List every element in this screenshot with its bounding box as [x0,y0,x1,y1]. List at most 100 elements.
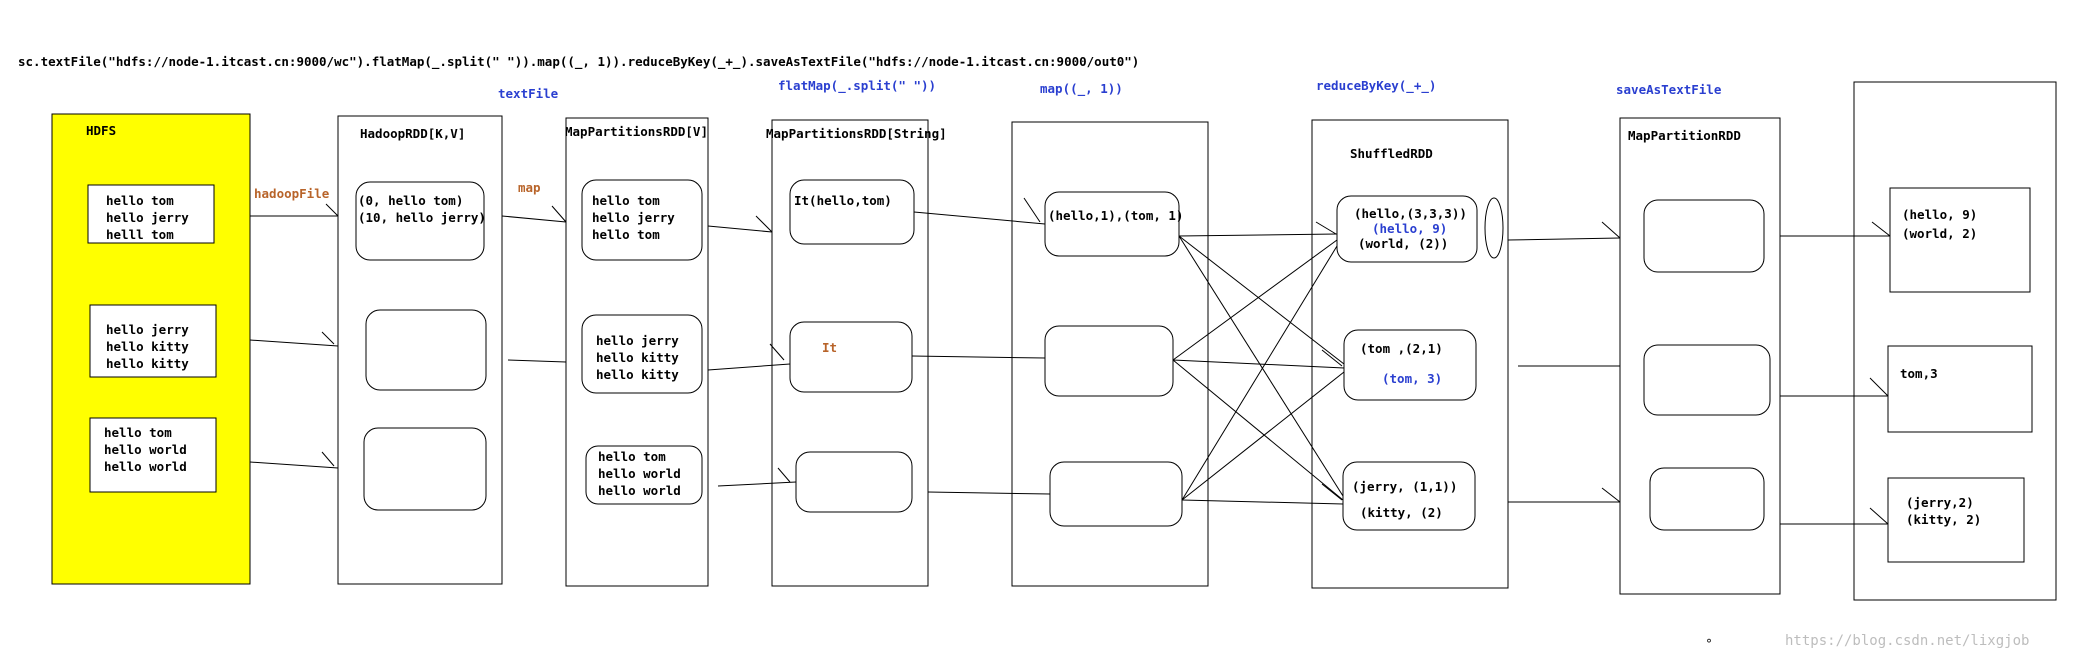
hadooprdd-title: HadoopRDD[K,V] [360,126,465,141]
connector-lines [249,197,1891,525]
mappartitionsrdd-v-partition-3-line-2: hello world [598,466,681,481]
shuffledrdd-partition-3-line-2: (kitty, (2) [1360,505,1443,520]
edge-shuffle-1 [1178,233,1338,237]
map-pairs-partition-2 [1044,325,1174,397]
mappartitionsrdd-v-title: MapPartitionsRDD[V] [565,124,708,139]
hdfs-block-3-line-1: hello tom [104,425,172,440]
output-file-1 [1889,187,2031,293]
shuffledrdd-partition-1-line-1: (hello,(3,3,3)) [1354,206,1467,221]
output-file-2-line-1: tom,3 [1900,366,1938,381]
output-file-1-line-2: (world, 2) [1902,226,1977,241]
edge-shuffle-9 [1181,499,1344,505]
op-reducebykey-label: reduceByKey(_+_) [1316,78,1436,94]
arrow-mpv-2 [769,343,785,361]
hdfs-block-2 [89,304,217,378]
hadooprdd-partition-1-line-2: (10, hello jerry) [358,210,486,225]
arrow-shuffle-1 [1315,221,1337,235]
shuffledrdd-partition-2-line-1: (tom ,(2,1) [1360,341,1443,356]
shuffledrdd-partition-1-line-2: (hello, 9) [1372,221,1447,236]
edge-mps-3 [927,491,1051,495]
edge-hadoop-2 [507,359,567,363]
arrow-shuffle-2 [1321,349,1343,367]
arrow-out-3 [1869,507,1889,525]
stray-dot: ° [1706,637,1712,651]
mappartitionsrdd-string-title: MapPartitionsRDD[String] [766,126,947,141]
op-map-label: map((_, 1)) [1040,81,1123,97]
hdfs-title: HDFS [86,123,116,138]
arrow-shuffled-1 [1601,221,1621,239]
op-flatmap-label: flatMap(_.split(" ")) [778,78,936,94]
shuffledrdd-partition-2-line-2: (tom, 3) [1382,371,1442,386]
arrow-out-1 [1871,221,1891,237]
mappartitionsrdd-v-partition-1-line-2: hello jerry [592,210,675,225]
edge-shuffled-1 [1507,237,1621,241]
edge-mps-1 [913,211,1046,225]
watermark: https://blog.csdn.net/lixgjob [1785,633,2029,649]
hadooprdd-partition-1-line-1: (0, hello tom) [358,193,463,208]
mappartitionsrdd-v-partition-1 [581,179,703,261]
output-file-1-line-1: (hello, 9) [1902,207,1977,222]
arrow-hdfs-2 [321,331,335,345]
hdfs-block-1-line-1: hello tom [106,193,174,208]
shuffledrdd-partition-3-line-1: (jerry, (1,1)) [1352,479,1457,494]
edge-shuffle-5 [1172,359,1345,369]
hadooprdd-partition-3 [363,427,487,511]
mappartitionsrdd-string-partition-2-line-1: It [822,340,837,355]
arrow-mpv-3 [777,467,791,483]
shuffledrdd-partition-1 [1336,195,1478,263]
map-pairs-partition-3 [1049,461,1183,527]
edge-shuffle-7 [1181,245,1338,501]
op-saveastextfile-label: saveAsTextFile [1616,82,1722,97]
arrow-hdfs-3 [321,451,335,467]
code-line: sc.textFile("hdfs://node-1.itcast.cn:900… [18,54,1139,70]
shuffledrdd-title: ShuffledRDD [1350,146,1433,161]
hdfs-block-2-line-1: hello jerry [106,322,189,337]
fn-map-label: map [518,180,541,195]
output-file-3 [1887,477,2025,563]
hdfs-block-3 [89,417,217,493]
mappartitionrdd-partition-1 [1643,199,1765,273]
edge-shuffle-4 [1172,239,1338,361]
hdfs-block-2-line-3: hello kitty [106,356,189,371]
edge-hadoop-1 [501,215,567,223]
mappartitionsrdd-v-partition-1-line-1: hello tom [592,193,660,208]
mappartitionsrdd-v-partition-3 [585,445,703,505]
hadooprdd-partition-1 [355,181,485,261]
shuffledrdd-partition-1-line-3: (world, (2)) [1358,236,1448,251]
map-pairs-partition-1-line-1: (hello,1),(tom, 1) [1048,208,1183,223]
edge-shuffle-2 [1178,235,1345,365]
edge-mpv-3 [717,481,797,487]
shuffledrdd-partition-1-marker [1484,197,1504,259]
arrow-shuffle-3 [1321,483,1343,501]
mappartitionsrdd-v-partition-2-line-1: hello jerry [596,333,679,348]
output-file-3-line-2: (kitty, 2) [1906,512,1981,527]
mappartitionsrdd-v-partition-2-line-2: hello kitty [596,350,679,365]
output-file-2 [1887,345,2033,433]
hdfs-block-1-line-3: helll tom [106,227,174,242]
shuffledrdd-partition-2 [1343,329,1477,401]
arrow-shuffled-3 [1601,487,1621,503]
mappartitionsrdd-string-partition-2 [789,321,913,393]
mappartitionsrdd-v-partition-3-line-1: hello tom [598,449,666,464]
edge-hdfs-2 [249,339,339,347]
edge-shuffle-6 [1172,359,1344,501]
mappartitionrdd-partition-2 [1643,344,1771,416]
hdfs-block-1 [87,184,215,244]
edge-hdfs-3 [249,461,339,469]
hdfs-block-1-line-2: hello jerry [106,210,189,225]
mappartitionrdd-title: MapPartitionRDD [1628,128,1741,143]
mappartitionsrdd-v-partition-3-line-3: hello world [598,483,681,498]
mappartitionrdd-partition-3 [1649,467,1765,531]
hdfs-block-3-line-2: hello world [104,442,187,457]
edge-mpv-1 [707,225,773,233]
arrow-out-2 [1869,377,1889,397]
mappartitionsrdd-v-partition-2 [581,314,703,394]
output-file-3-line-1: (jerry,2) [1906,495,1974,510]
mappartitionsrdd-v-partition-1-line-3: hello tom [592,227,660,242]
hadooprdd-partition-2 [365,309,487,391]
edge-mps-2 [911,355,1046,359]
map-pairs-partition-1 [1044,191,1180,257]
mappartitionsrdd-string-partition-3 [795,451,913,513]
